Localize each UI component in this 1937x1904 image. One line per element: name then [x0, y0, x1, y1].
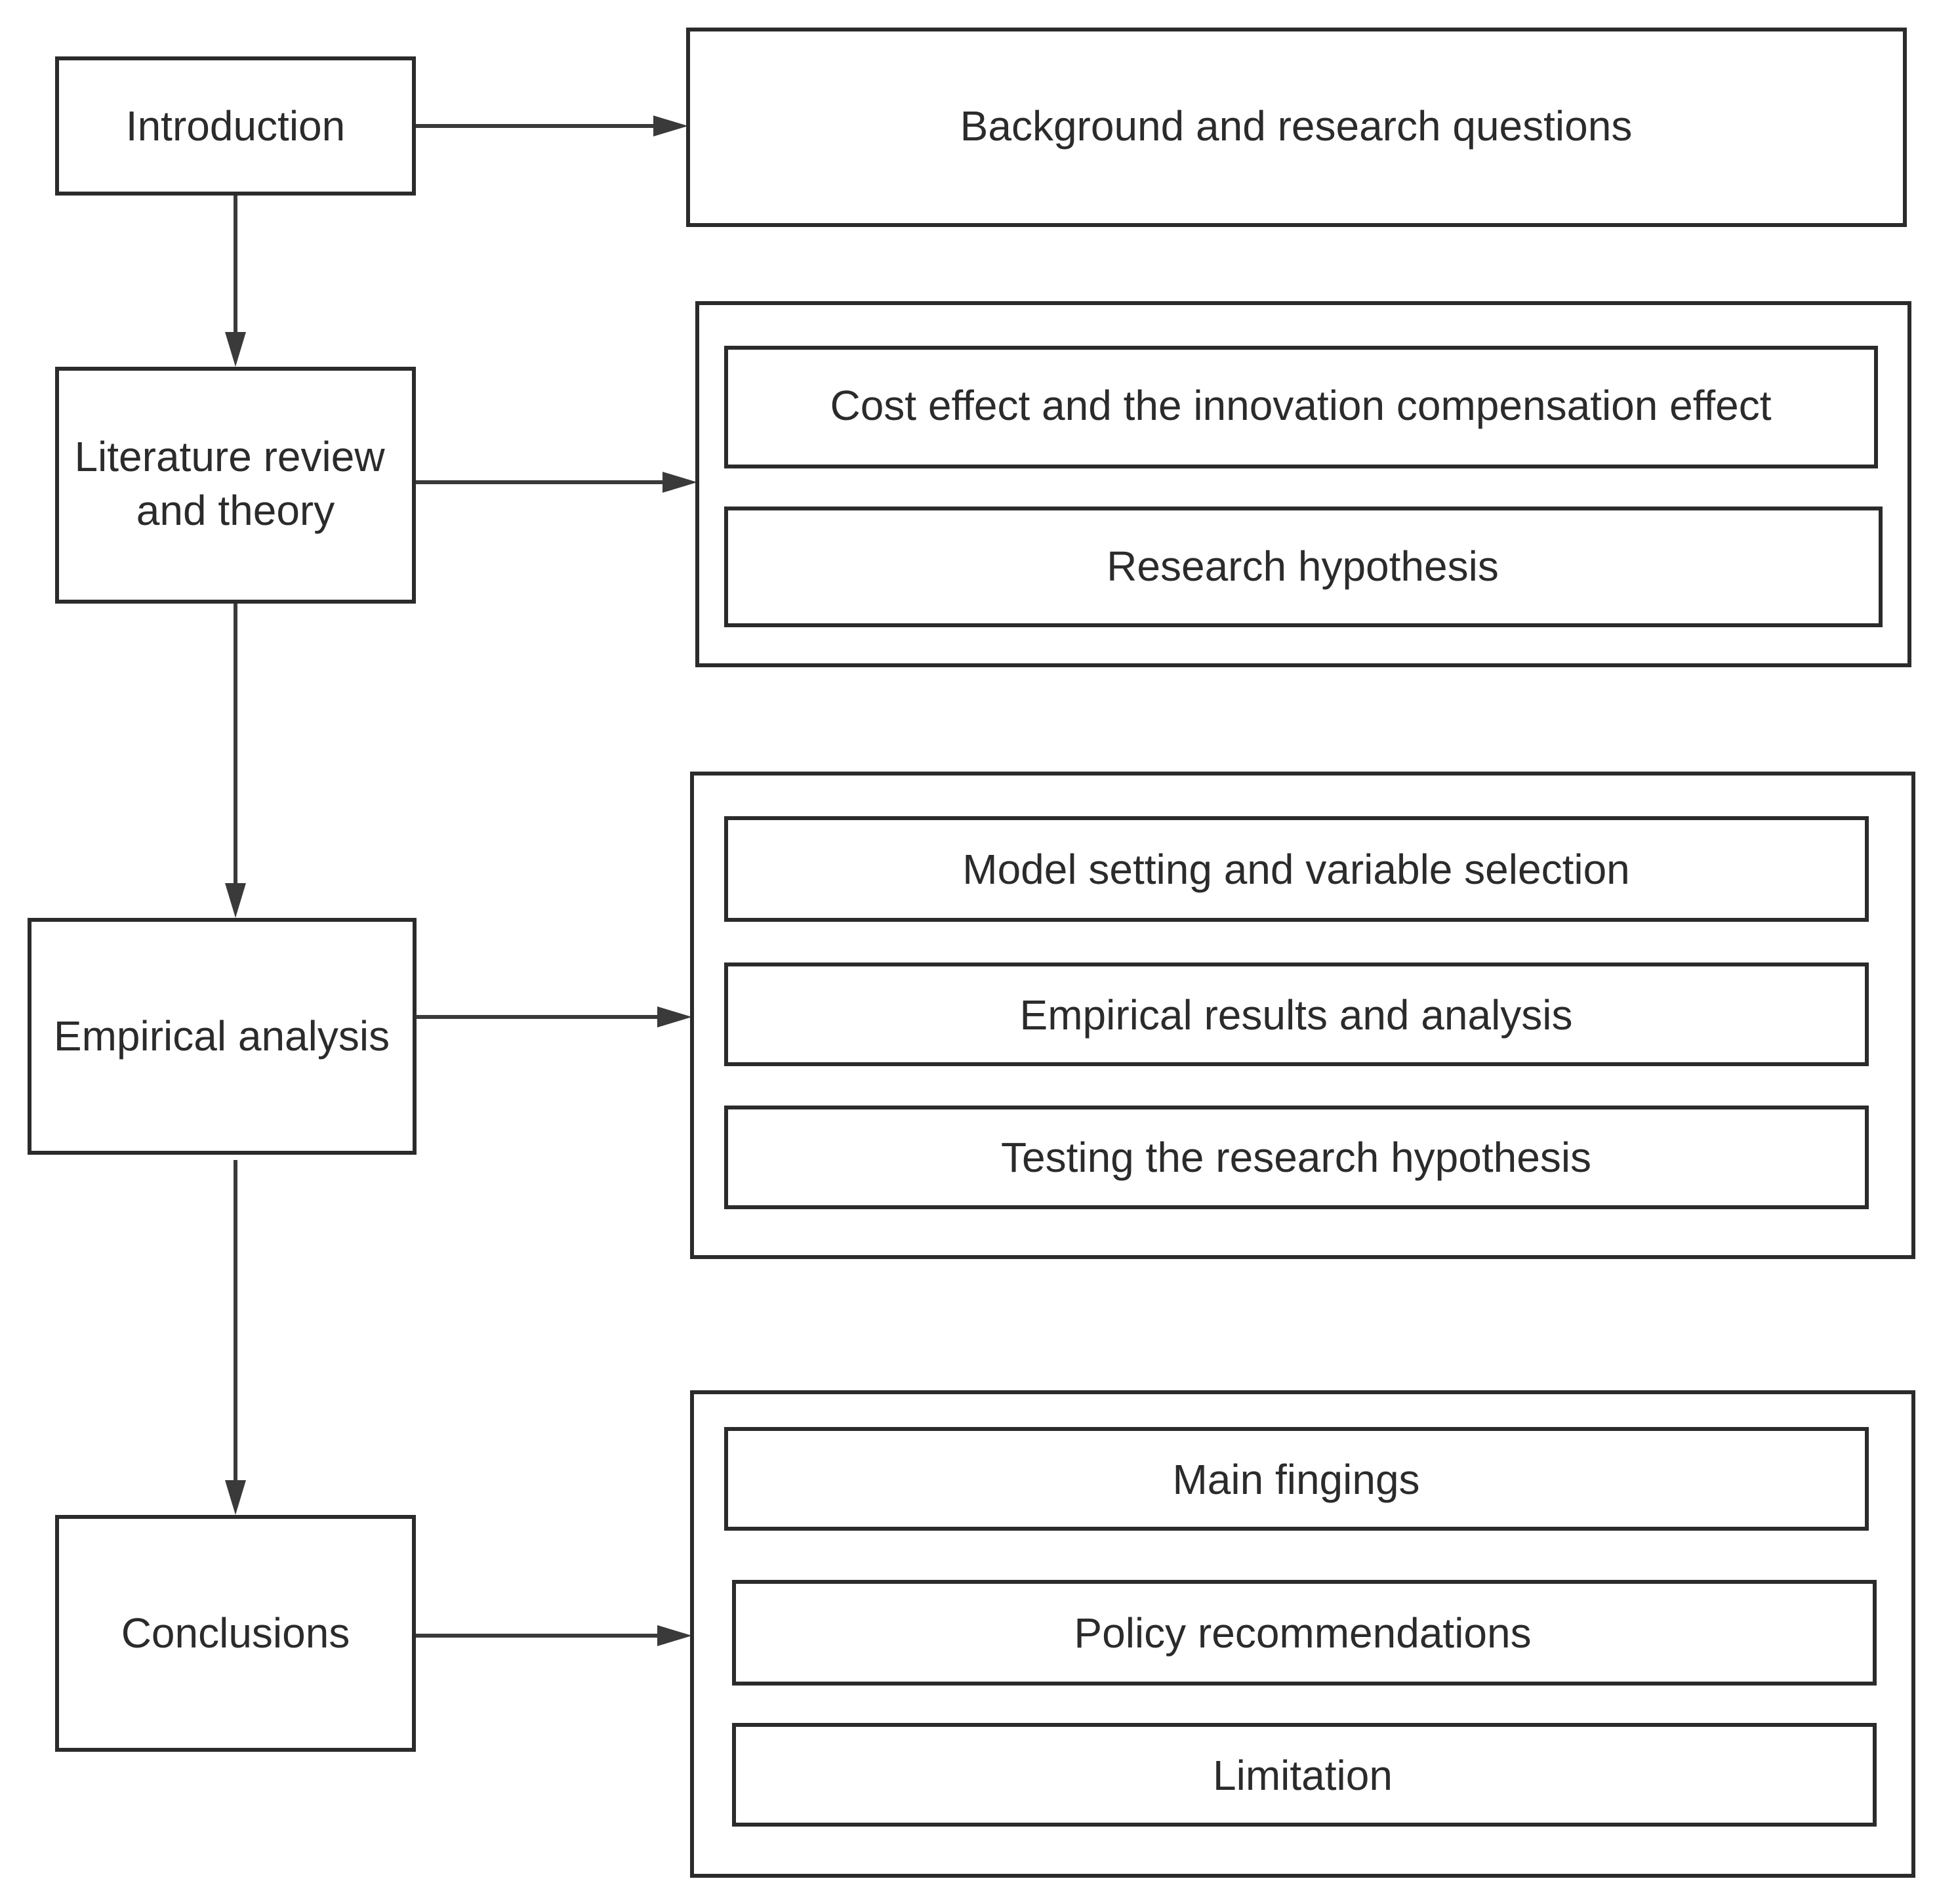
stage-literature-review-label-line-2: and theory — [136, 487, 335, 534]
horizontal-connector-2 — [416, 472, 697, 493]
vertical-connector-2 — [225, 604, 246, 918]
detail-item-main-findings-label: Main fingings — [1172, 1456, 1419, 1503]
detail-item-research-hypothesis-box — [724, 507, 1883, 627]
horizontal-connector-2-arrowhead — [663, 472, 697, 493]
stage-literature-review: Literature review and theory — [55, 367, 416, 604]
horizontal-connector-1-arrowhead — [653, 115, 688, 136]
horizontal-connector-1 — [416, 115, 688, 136]
stage-empirical-analysis-box — [28, 918, 417, 1155]
detail-item-model-setting-box — [724, 816, 1869, 922]
vertical-connector-1 — [225, 196, 246, 367]
detail-group-conclusions: Main fingings Policy recommendations Lim… — [690, 1390, 1915, 1878]
horizontal-connector-3-arrowhead — [657, 1006, 692, 1027]
stage-literature-review-box — [55, 367, 416, 604]
detail-group-introduction: Background and research questions — [686, 28, 1907, 227]
detail-group-literature: Cost effect and the innovation compensat… — [695, 301, 1911, 667]
stage-empirical-analysis-label: Empirical analysis — [54, 1012, 390, 1060]
stage-empirical-analysis: Empirical analysis — [28, 918, 417, 1155]
detail-item-background-label: Background and research questions — [960, 102, 1633, 150]
detail-item-cost-effect-label: Cost effect and the innovation compensat… — [830, 382, 1771, 429]
detail-item-model-setting-label: Model setting and variable selection — [962, 846, 1630, 893]
detail-item-main-findings-box — [724, 1427, 1869, 1531]
detail-item-policy-recommendations-label: Policy recommendations — [1074, 1609, 1531, 1657]
detail-item-empirical-results-label: Empirical results and analysis — [1020, 991, 1573, 1039]
detail-item-testing-hypothesis-box — [724, 1106, 1869, 1209]
detail-item-empirical-results-box — [724, 962, 1869, 1066]
vertical-connector-3 — [225, 1160, 246, 1515]
horizontal-connector-4-arrowhead — [657, 1625, 692, 1646]
detail-item-testing-hypothesis-label: Testing the research hypothesis — [1001, 1134, 1591, 1181]
detail-item-policy-recommendations-box — [732, 1580, 1877, 1686]
stage-conclusions: Conclusions — [55, 1515, 416, 1752]
stage-introduction-box — [55, 56, 416, 196]
detail-group-empirical: Model setting and variable selection Emp… — [690, 772, 1915, 1259]
stage-conclusions-label: Conclusions — [121, 1609, 350, 1657]
stage-introduction: Introduction — [55, 56, 416, 196]
vertical-connector-3-arrowhead — [225, 1480, 246, 1515]
detail-item-cost-effect-box — [724, 346, 1878, 468]
stage-conclusions-box — [55, 1515, 416, 1752]
detail-item-limitation-box — [732, 1723, 1877, 1827]
horizontal-connector-3 — [416, 1006, 692, 1027]
detail-box-background — [686, 28, 1907, 227]
detail-item-limitation-label: Limitation — [1213, 1752, 1393, 1799]
vertical-connector-2-arrowhead — [225, 883, 246, 918]
stage-introduction-label: Introduction — [126, 102, 345, 150]
vertical-connector-1-arrowhead — [225, 332, 246, 367]
stage-literature-review-label-line-1: Literature review — [74, 433, 385, 480]
horizontal-connector-4 — [416, 1625, 692, 1646]
detail-item-research-hypothesis-label: Research hypothesis — [1107, 543, 1499, 590]
